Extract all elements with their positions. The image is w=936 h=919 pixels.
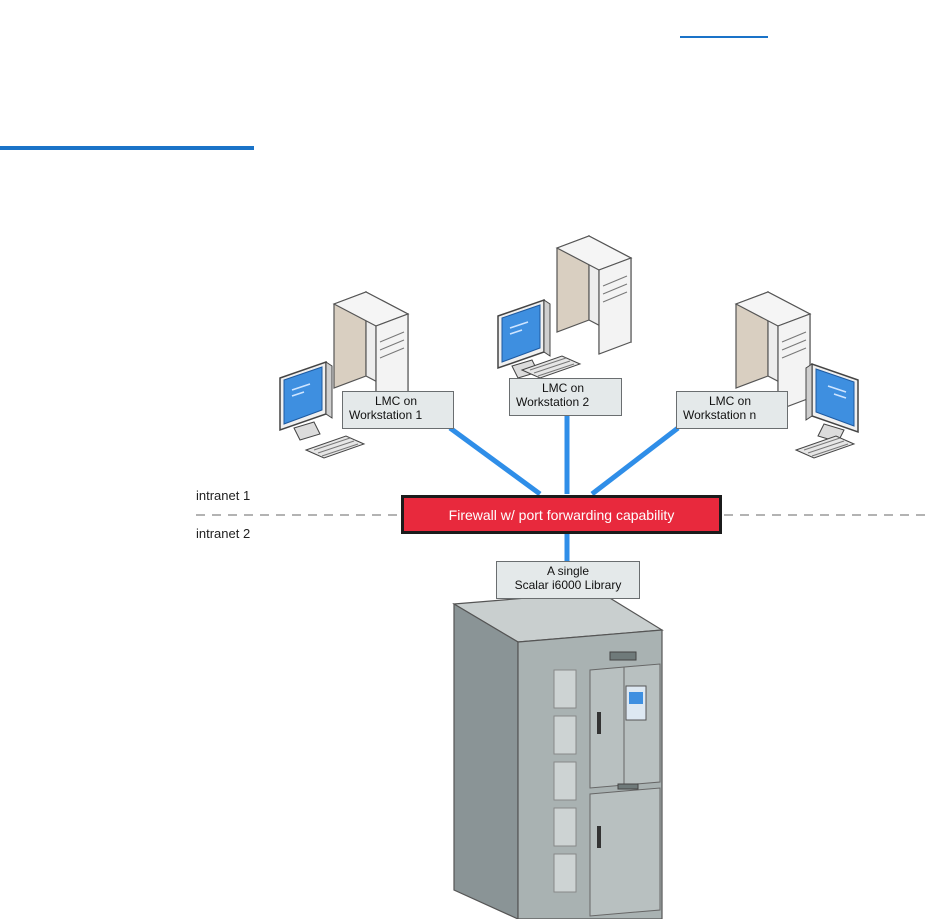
header-rule: [0, 146, 254, 150]
workstation-1-label: LMC on Workstation 1: [342, 391, 454, 429]
library-label-line1: A single: [546, 564, 590, 578]
workstation-1-icon: [279, 291, 409, 459]
firewall-label: Firewall w/ port forwarding capability: [448, 506, 675, 523]
workstation-1-label-line2: Workstation 1: [349, 408, 423, 422]
library-label: A single Scalar i6000 Library: [496, 561, 640, 599]
workstation-1-label-line1: LMC on: [375, 394, 418, 408]
link-wsn: [590, 426, 680, 496]
workstation-2-label-line2: Workstation 2: [516, 395, 590, 409]
workstation-2-label: LMC on Workstation 2: [509, 378, 622, 416]
workstation-n-label-line1: LMC on: [709, 394, 752, 408]
intranet-1-label: intranet 1: [196, 488, 251, 503]
link-ws1: [448, 425, 542, 497]
workstation-n-label-line2: Workstation n: [683, 408, 757, 422]
firewall-box: Firewall w/ port forwarding capability: [401, 495, 722, 534]
library-cabinet-icon: [452, 591, 664, 919]
workstation-n-icon: [735, 291, 859, 459]
workstation-2-label-line1: LMC on: [542, 381, 585, 395]
library-label-line2: Scalar i6000 Library: [514, 578, 622, 592]
workstation-n-label: LMC on Workstation n: [676, 391, 788, 429]
header-rule-short: [680, 36, 768, 38]
workstation-2-icon: [497, 235, 632, 379]
intranet-2-label: intranet 2: [196, 526, 251, 541]
